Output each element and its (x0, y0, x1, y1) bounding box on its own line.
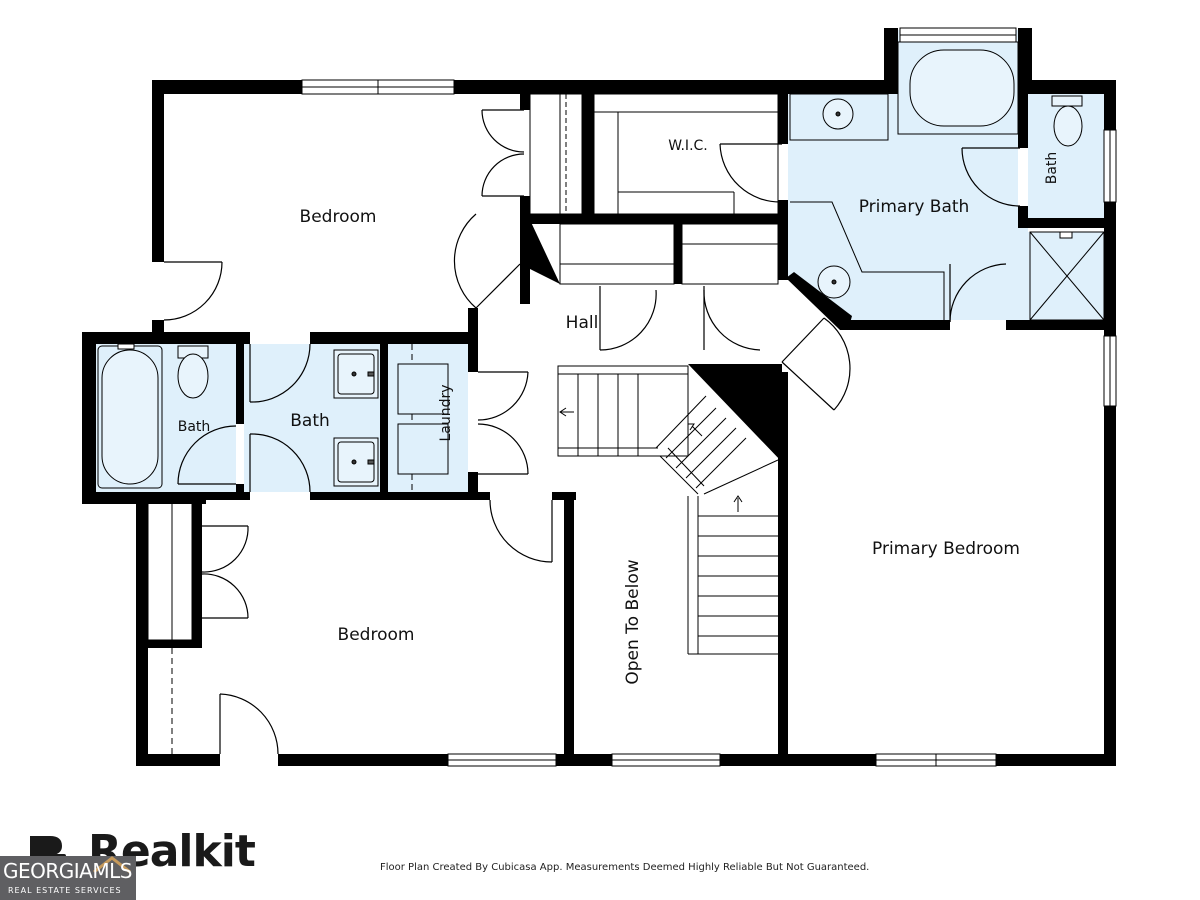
label-bath-left: Bath (178, 419, 211, 435)
walls (82, 28, 1116, 766)
bathroom-fixtures (97, 41, 1105, 489)
door-swings (163, 109, 1021, 755)
roof-icon (93, 856, 131, 874)
label-bedroom-bottom: Bedroom (338, 625, 415, 645)
label-bath-small-right: Bath (1044, 152, 1060, 185)
label-laundry: Laundry (438, 384, 454, 441)
primary-bath-vanity (790, 94, 945, 322)
label-wic: W.I.C. (668, 138, 708, 154)
label-bath-mid: Bath (290, 411, 330, 431)
label-hall: Hall (566, 313, 599, 333)
georgia-mls-badge: GEORGIAMLS REAL ESTATE SERVICES (0, 856, 136, 900)
staircase (557, 365, 779, 655)
georgia-mls-subtext: REAL ESTATE SERVICES (8, 886, 122, 895)
room-labels: Bedroom W.I.C. Primary Bath Bath Hall Ba… (178, 138, 1060, 685)
label-open-to-below: Open To Below (623, 559, 643, 684)
label-bedroom-top: Bedroom (300, 207, 377, 227)
door-openings (152, 110, 1028, 766)
georgia-mls-text: GEORGIAMLS (3, 859, 132, 883)
label-primary-bath: Primary Bath (859, 197, 970, 217)
label-primary-bedroom: Primary Bedroom (872, 539, 1020, 559)
windows (301, 27, 1117, 767)
disclaimer-note: Floor Plan Created By Cubicasa App. Meas… (380, 862, 870, 873)
